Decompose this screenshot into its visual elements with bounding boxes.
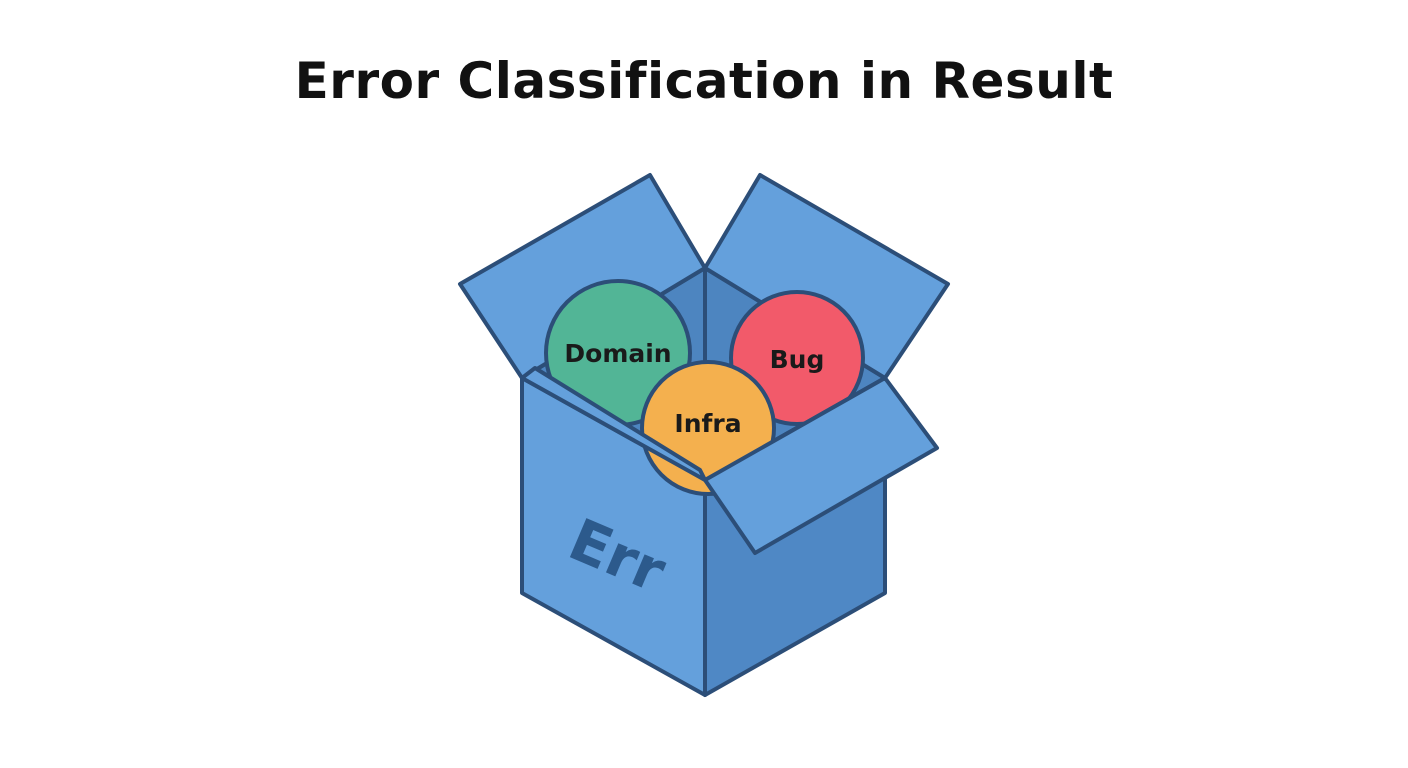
box-front-left-flap xyxy=(520,366,707,482)
domain-label: Domain xyxy=(564,339,671,368)
infra-label: Infra xyxy=(674,409,741,438)
bug-label: Bug xyxy=(770,345,825,374)
box-front-right-flap xyxy=(703,376,939,555)
diagram-title: Error Classification in Result xyxy=(294,52,1114,110)
